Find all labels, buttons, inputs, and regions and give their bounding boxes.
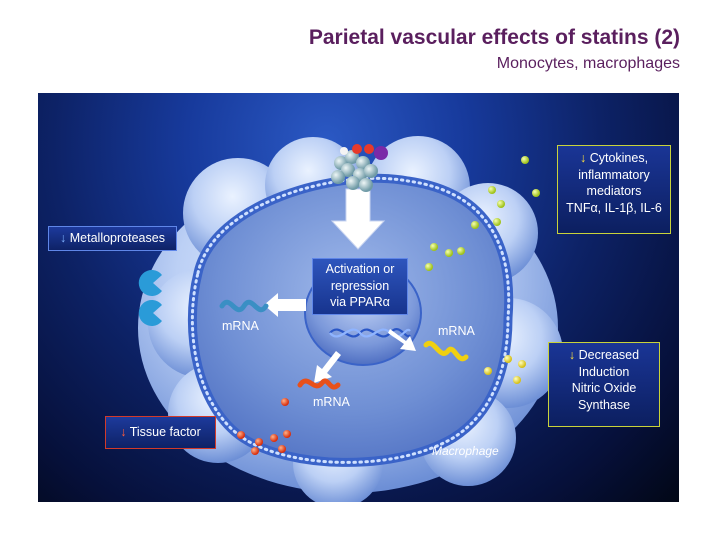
mrna-strand-yellow <box>423 340 469 362</box>
mrna-label-right: mRNA <box>438 324 475 338</box>
nos-line-2: Induction <box>578 364 630 379</box>
mrna-strand-red <box>297 378 341 390</box>
mrna-label-left: mRNA <box>222 319 259 333</box>
activation-box: Activation or repression via PPARα <box>312 258 408 315</box>
nos-box: ↓ Decreased Induction Nitric Oxide Synth… <box>548 342 660 427</box>
down-arrow-icon: ↓ <box>60 231 67 245</box>
metalloprotease-icon <box>138 270 162 326</box>
cytokines-line-4: TNFα, IL-1β, IL-6 <box>566 200 662 215</box>
cytokines-line-3: mediators <box>586 184 642 198</box>
tissue-factor-box: ↓ Tissue factor <box>105 416 216 449</box>
down-arrow-icon: ↓ <box>120 425 127 439</box>
mrna-label-bottom: mRNA <box>313 395 350 409</box>
nitric-oxide-particles <box>484 355 526 384</box>
slide-title: Parietal vascular effects of statins (2) <box>308 26 680 49</box>
cytokine-particles <box>425 156 540 271</box>
down-arrow-icon <box>330 188 386 250</box>
nos-line-3: Nitric Oxide <box>571 381 637 395</box>
tissue-factor-label: Tissue factor <box>129 425 201 439</box>
dna-helix-icon <box>329 328 411 338</box>
down-left-arrow-icon <box>314 351 341 383</box>
down-arrow-icon: ↓ <box>579 151 587 165</box>
mrna-strand-teal <box>219 299 269 313</box>
slide-subtitle: Monocytes, macrophages <box>496 55 680 72</box>
cytokines-line-2: inflammatory <box>578 167 650 182</box>
metalloproteases-box: ↓ Metalloproteases <box>48 226 177 251</box>
metalloproteases-label: Metalloproteases <box>69 231 165 245</box>
activation-line-1: Activation or <box>325 262 395 276</box>
right-arrow-icon <box>388 329 416 351</box>
nos-line-1: Decreased <box>578 348 640 362</box>
cytokines-line-1: Cytokines, <box>589 151 649 165</box>
tissue-factor-particles <box>237 398 291 455</box>
statin-molecule-icon <box>331 144 388 192</box>
activation-line-2: repression <box>330 278 390 293</box>
cytokines-box: ↓ Cytokines, inflammatory mediators TNFα… <box>557 145 671 234</box>
down-arrow-icon: ↓ <box>568 348 576 362</box>
nos-line-4: Synthase <box>577 397 631 412</box>
activation-line-3: via PPARα <box>330 295 390 309</box>
diagram-panel: Activation or repression via PPARα mRNA … <box>38 93 679 502</box>
macrophage-label: Macrophage <box>432 444 499 458</box>
left-arrow-icon <box>264 293 306 317</box>
